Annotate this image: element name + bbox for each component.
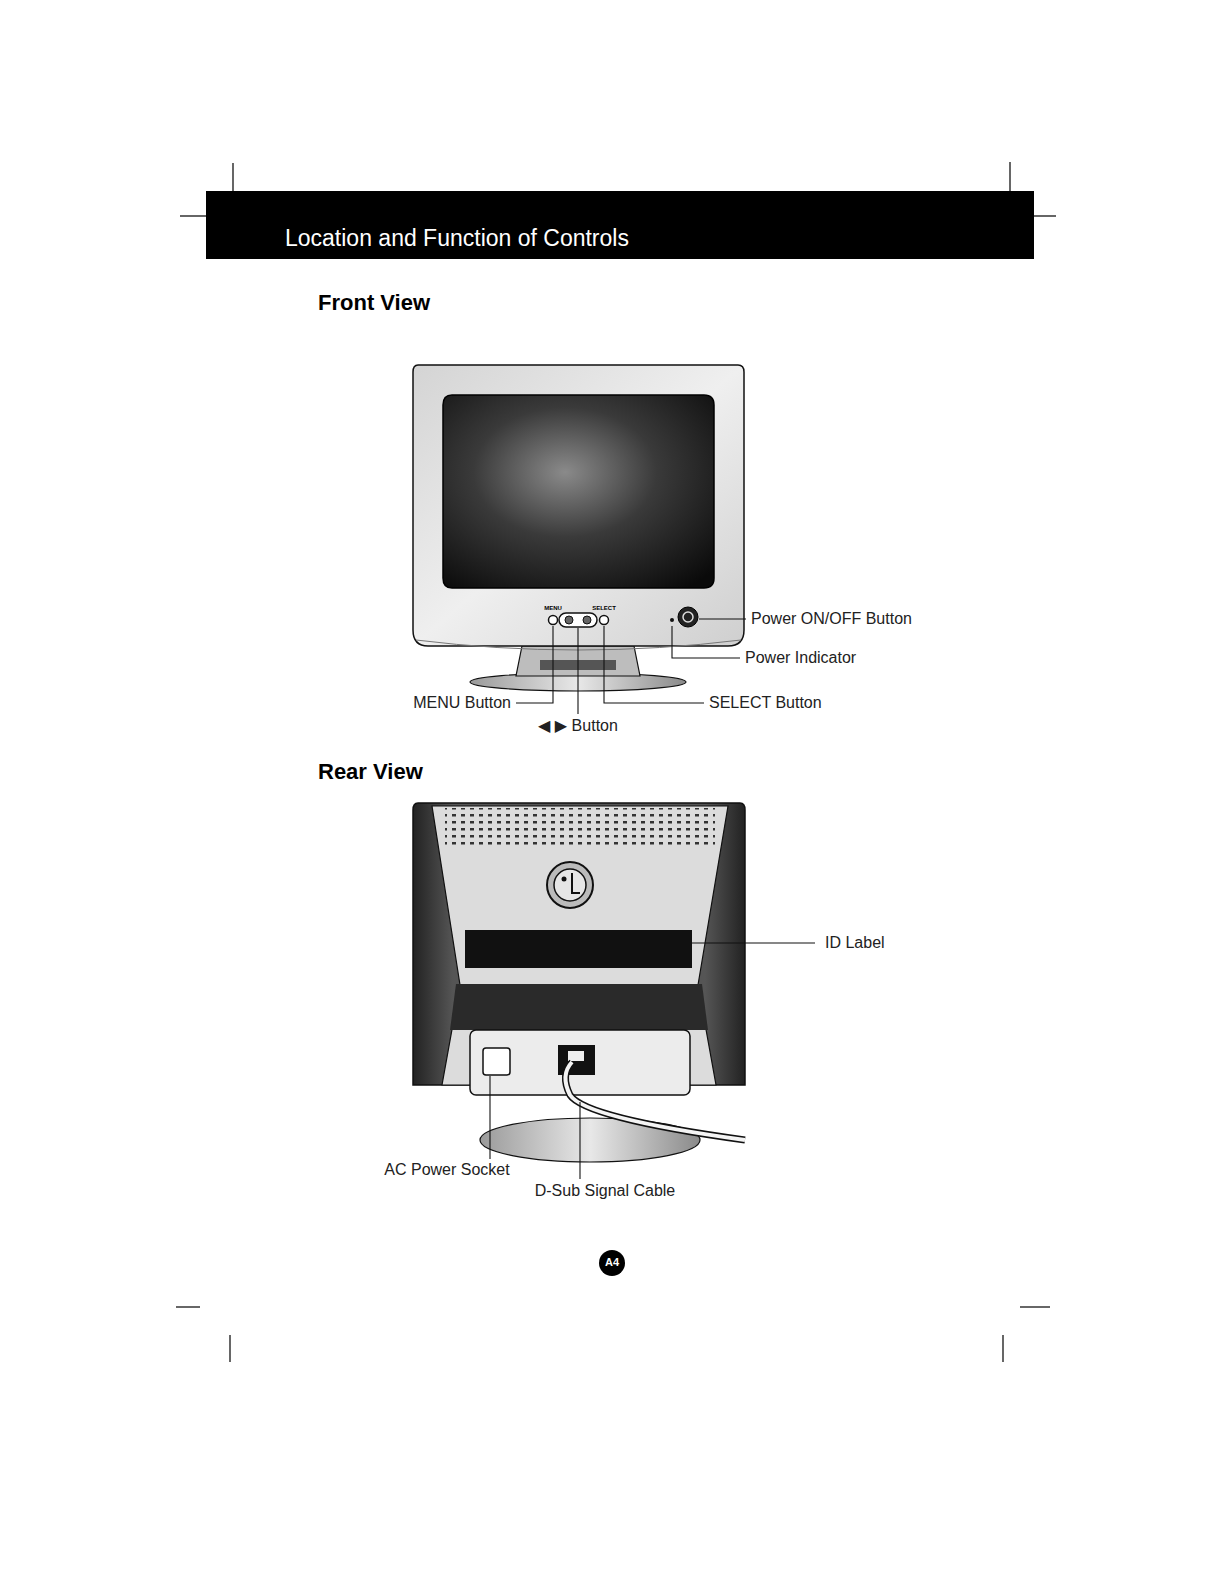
- part-label: AC Power Socket: [384, 1160, 509, 1179]
- button-marking: MENU: [544, 605, 562, 612]
- part-label: D-Sub Signal Cable: [535, 1181, 676, 1200]
- part-label: MENU Button: [413, 693, 511, 712]
- header-bar: [206, 191, 1034, 259]
- part-label: ID Label: [825, 933, 885, 952]
- page-number: A4: [605, 1256, 619, 1269]
- part-label: SELECT Button: [709, 693, 822, 712]
- page-title: Location and Function of Controls: [285, 225, 629, 253]
- part-label: ◀ ▶ Button: [538, 716, 618, 735]
- leader-lines: [490, 943, 815, 1179]
- button-marking: SELECT: [592, 605, 616, 612]
- section-heading: Front View: [318, 290, 430, 316]
- section-heading: Rear View: [318, 759, 423, 785]
- page-number-disc: [599, 1250, 625, 1276]
- crop-marks: [176, 162, 1056, 1362]
- part-label: Power Indicator: [745, 648, 856, 667]
- rear-monitor: [413, 803, 745, 1162]
- part-label: Power ON/OFF Button: [751, 609, 912, 628]
